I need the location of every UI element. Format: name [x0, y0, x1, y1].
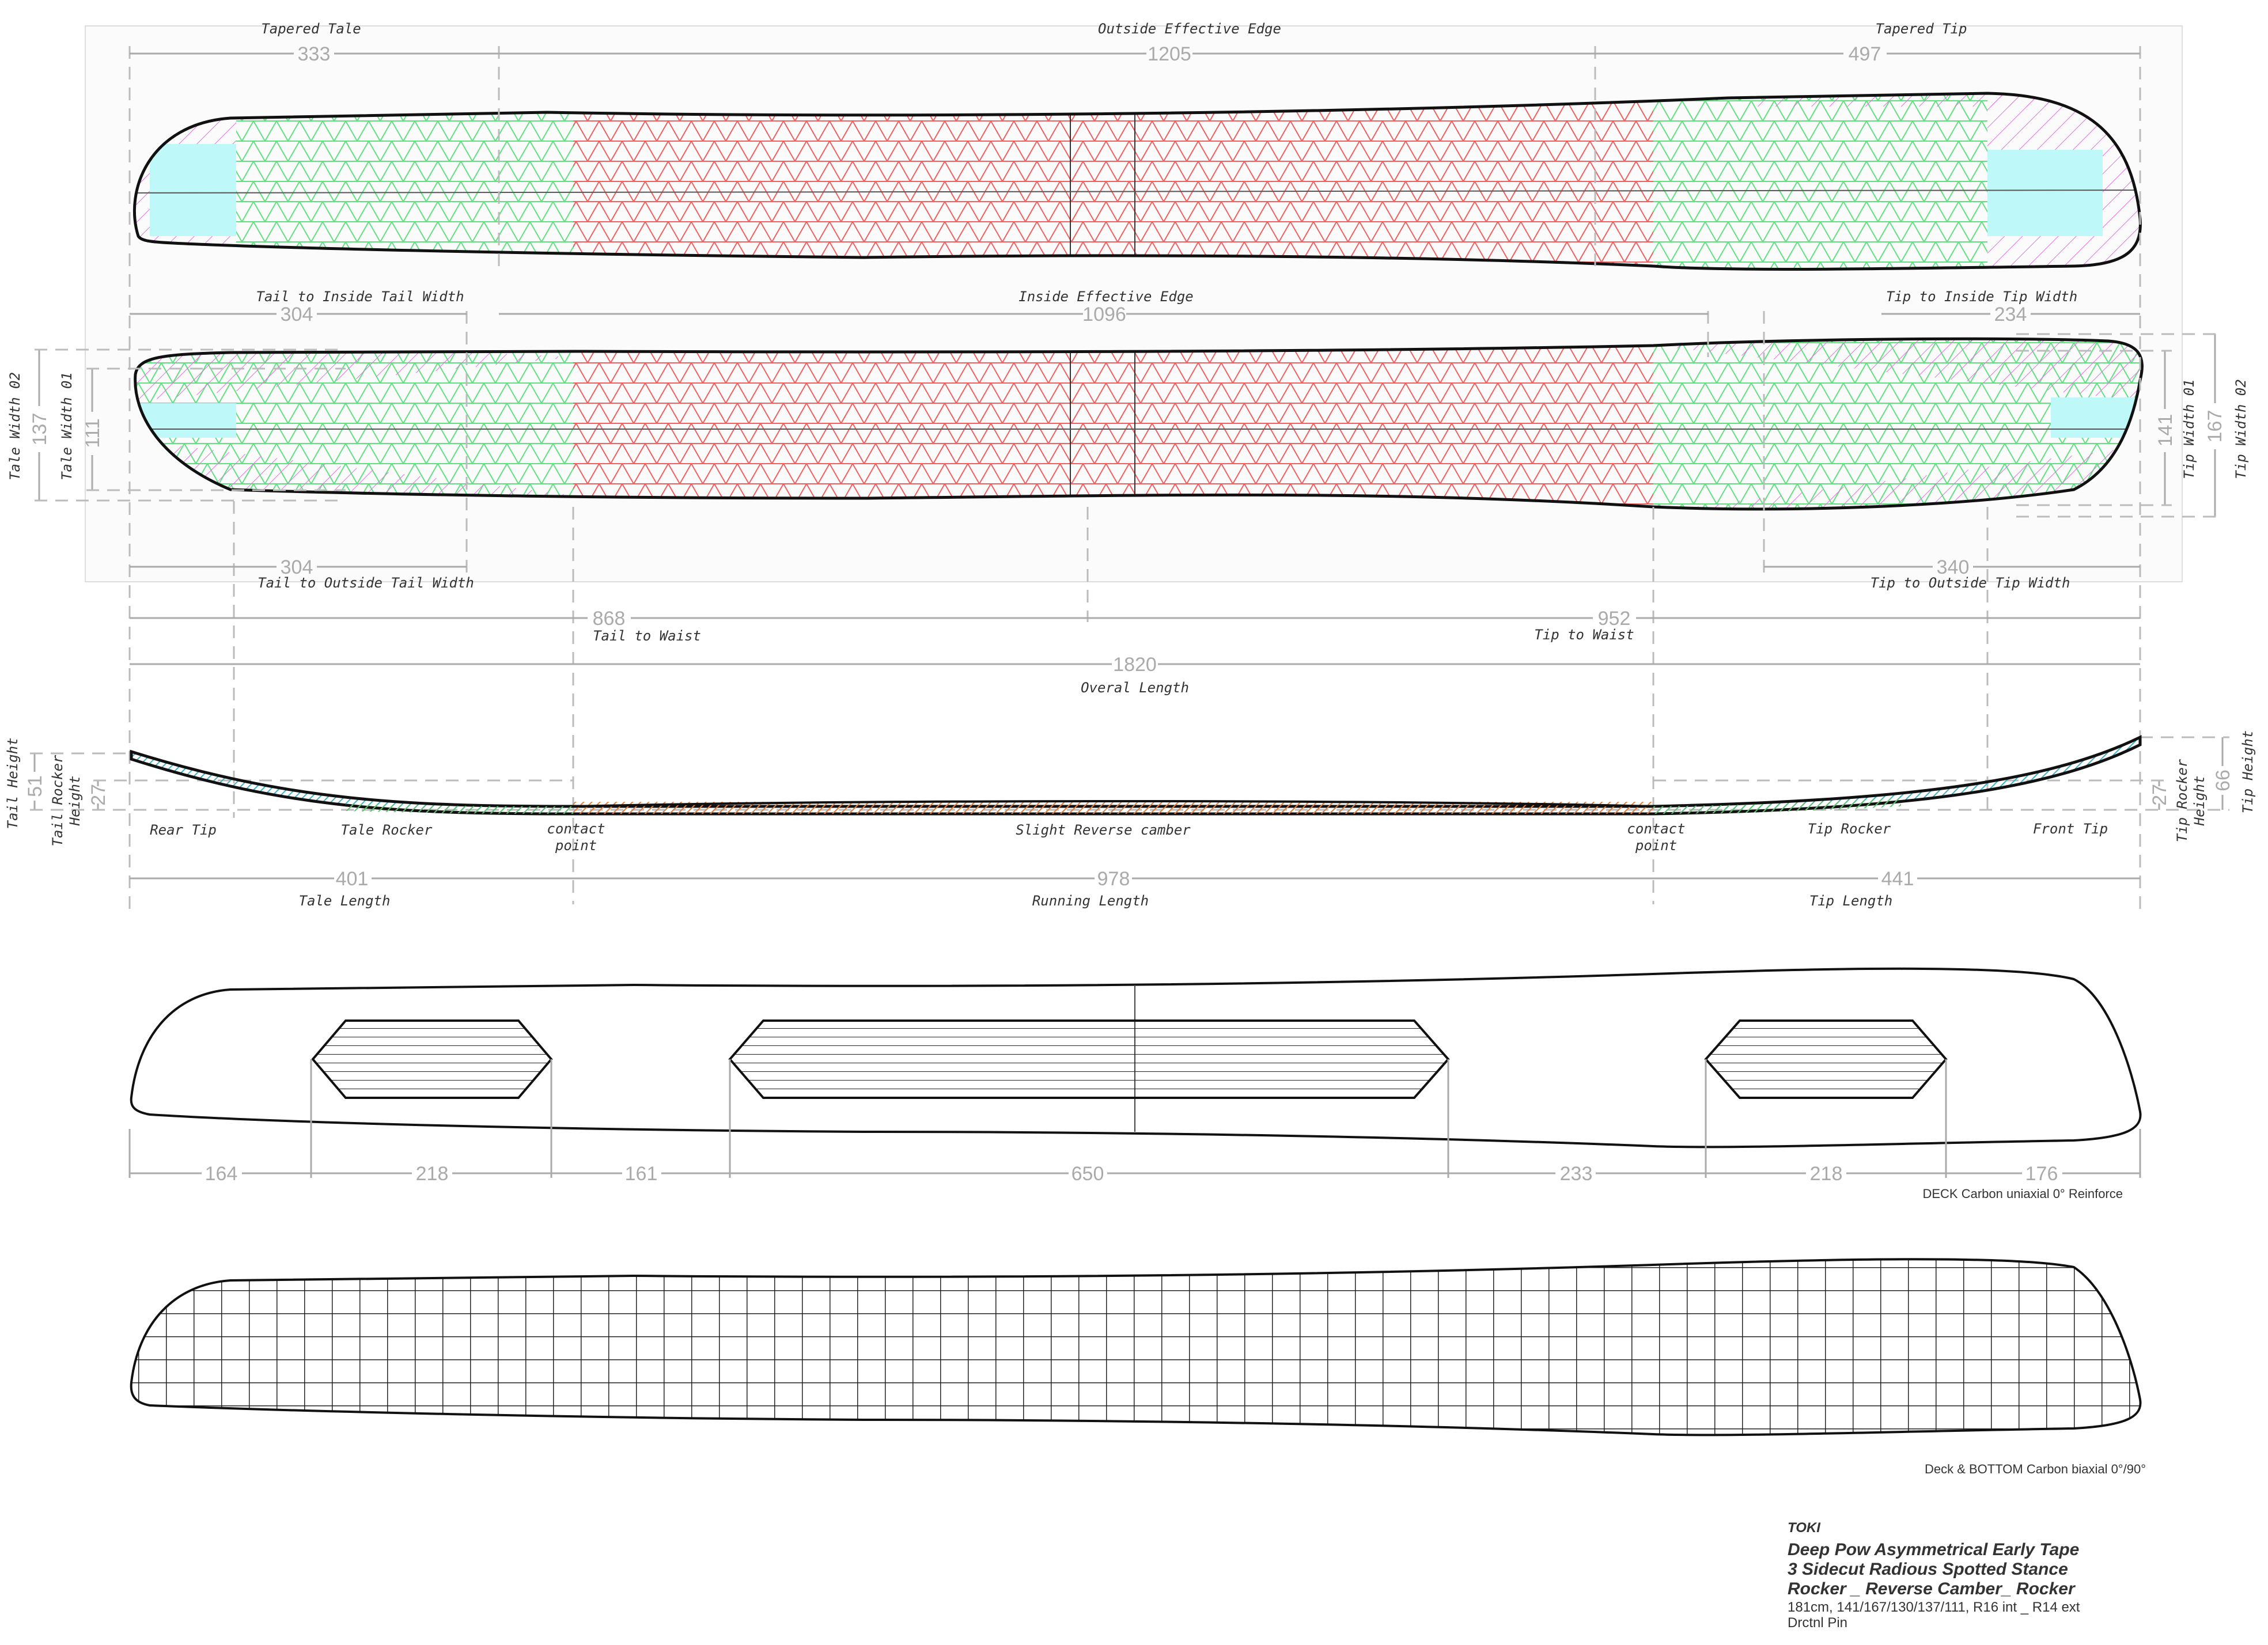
- label-slight-reverse-camber: Slight Reverse camber: [1016, 822, 1191, 838]
- dim-overall-length: 1820: [1113, 654, 1157, 676]
- label-inside-effective-edge: Inside Effective Edge: [1018, 289, 1193, 305]
- specs: 181cm, 141/167/130/137/111, R16 int _ R1…: [1788, 1599, 2080, 1615]
- label-rear-tip: Rear Tip: [150, 822, 217, 838]
- dim-tale-width-01: 111: [82, 418, 104, 448]
- dimension-lines: [30, 52, 2229, 1174]
- label-tail-to-outside: Tail to Outside Tail Width: [258, 575, 474, 591]
- board-top-view-outside: [115, 86, 2160, 282]
- title-block: TOKI Deep Pow Asymmetrical Early Tape 3 …: [1788, 1520, 2080, 1631]
- brand: TOKI: [1788, 1520, 1821, 1536]
- label-contact-point-tail: contact: [547, 821, 605, 837]
- pin: Drctnl Pin: [1788, 1615, 1847, 1631]
- dim-tip-width-01: 141: [2155, 414, 2176, 447]
- title-line-3: Rocker _ Reverse Camber_ Rocker: [1788, 1579, 2076, 1598]
- label-tip-width-01: Tip Width 01: [2181, 379, 2197, 479]
- label-tail-rocker-height: Tail Rocker: [50, 755, 66, 846]
- dim-tip-height: 66: [2212, 770, 2234, 791]
- side-profile: [130, 735, 2142, 816]
- dim-deck-2: 218: [416, 1163, 449, 1185]
- board-top-view-inside: [115, 334, 2166, 530]
- dim-deck-6: 218: [1810, 1163, 1843, 1185]
- dim-tail-to-waist: 868: [593, 608, 626, 630]
- dim-tail-to-inside: 304: [281, 304, 313, 325]
- label-tip-to-inside: Tip to Inside Tip Width: [1886, 289, 2077, 305]
- deck-reinforcement-view: [128, 967, 2142, 1178]
- dim-tapered-tip: 497: [1849, 43, 1881, 65]
- deck-caption: DECK Carbon uniaxial 0° Reinforce: [1922, 1187, 2123, 1201]
- dim-tip-to-inside: 234: [1994, 304, 2027, 325]
- dim-tapered-tale: 333: [298, 43, 331, 65]
- label-tip-rocker-height: Tip Rocker: [2174, 759, 2190, 842]
- label-tail-to-waist: Tail to Waist: [593, 628, 701, 644]
- label-front-tip: Front Tip: [2033, 821, 2108, 837]
- label-running-length: Running Length: [1032, 893, 1149, 909]
- label-tip-height: Tip Height: [2240, 730, 2256, 814]
- reinforce-pad-tail: [311, 1019, 553, 1099]
- label-tip-to-outside: Tip to Outside Tip Width: [1871, 575, 2070, 591]
- grid-caption: Deck & BOTTOM Carbon biaxial 0°/90°: [1925, 1462, 2146, 1476]
- dim-inside-effective-edge: 1096: [1082, 304, 1126, 325]
- dim-tip-rocker-height: 27: [2149, 784, 2171, 806]
- title-line-1: Deep Pow Asymmetrical Early Tape: [1788, 1540, 2079, 1559]
- dim-tail-rocker-height: 27: [88, 784, 109, 806]
- dim-tip-to-outside: 340: [1937, 556, 1970, 578]
- label-tale-width-01: Tale Width 01: [59, 372, 75, 480]
- label-tip-rocker: Tip Rocker: [1808, 821, 1891, 837]
- dim-tail-to-outside: 304: [281, 556, 313, 578]
- dim-deck-5: 233: [1560, 1163, 1593, 1185]
- label-tip-length: Tip Length: [1809, 893, 1893, 909]
- label-tale-length: Tale Length: [299, 893, 391, 909]
- dim-deck-7: 176: [2025, 1163, 2058, 1185]
- label-tapered-tip: Tapered Tip: [1876, 21, 1967, 37]
- reinforce-pad-center: [728, 1019, 1450, 1099]
- reinforce-pad-tip: [1704, 1019, 1948, 1099]
- label-tip-rocker-height-2: Height: [2191, 776, 2208, 827]
- guide-lines: [128, 46, 2141, 910]
- dim-deck-4: 650: [1071, 1163, 1104, 1185]
- label-contact-point-tip-2: point: [1635, 837, 1677, 854]
- dim-tip-to-waist: 952: [1598, 608, 1631, 630]
- label-tail-height: Tail Height: [5, 738, 21, 829]
- label-tapered-tale: Tapered Tale: [261, 21, 361, 37]
- dim-deck-1: 164: [205, 1163, 238, 1185]
- label-tale-rocker: Tale Rocker: [341, 822, 433, 838]
- dim-tale-length: 401: [336, 868, 369, 890]
- label-contact-point-tip: contact: [1627, 821, 1685, 837]
- label-tale-width-02: Tale Width 02: [7, 372, 23, 480]
- dim-deck-3: 161: [625, 1163, 658, 1185]
- dim-tail-height: 51: [24, 775, 46, 797]
- biaxial-grid-view: Deck & BOTTOM Carbon biaxial 0°/90°: [130, 1258, 2146, 1476]
- dim-outside-effective-edge: 1205: [1148, 43, 1191, 65]
- label-tip-to-waist: Tip to Waist: [1534, 627, 1634, 643]
- label-tail-to-inside: Tail to Inside Tail Width: [256, 289, 464, 305]
- dim-tip-length: 441: [1881, 868, 1914, 890]
- label-contact-point-tail-2: point: [555, 837, 597, 854]
- label-tip-width-02: Tip Width 02: [2233, 379, 2249, 479]
- label-overall-length: Overal Length: [1081, 680, 1189, 696]
- dim-running-length: 978: [1097, 868, 1130, 890]
- label-outside-effective-edge: Outside Effective Edge: [1098, 21, 1281, 37]
- title-line-2: 3 Sidecut Radious Spotted Stance: [1788, 1560, 2068, 1579]
- label-tail-rocker-height-2: Height: [67, 776, 83, 827]
- dim-tip-width-02: 167: [2204, 410, 2226, 443]
- dim-tale-width-02: 137: [29, 413, 51, 446]
